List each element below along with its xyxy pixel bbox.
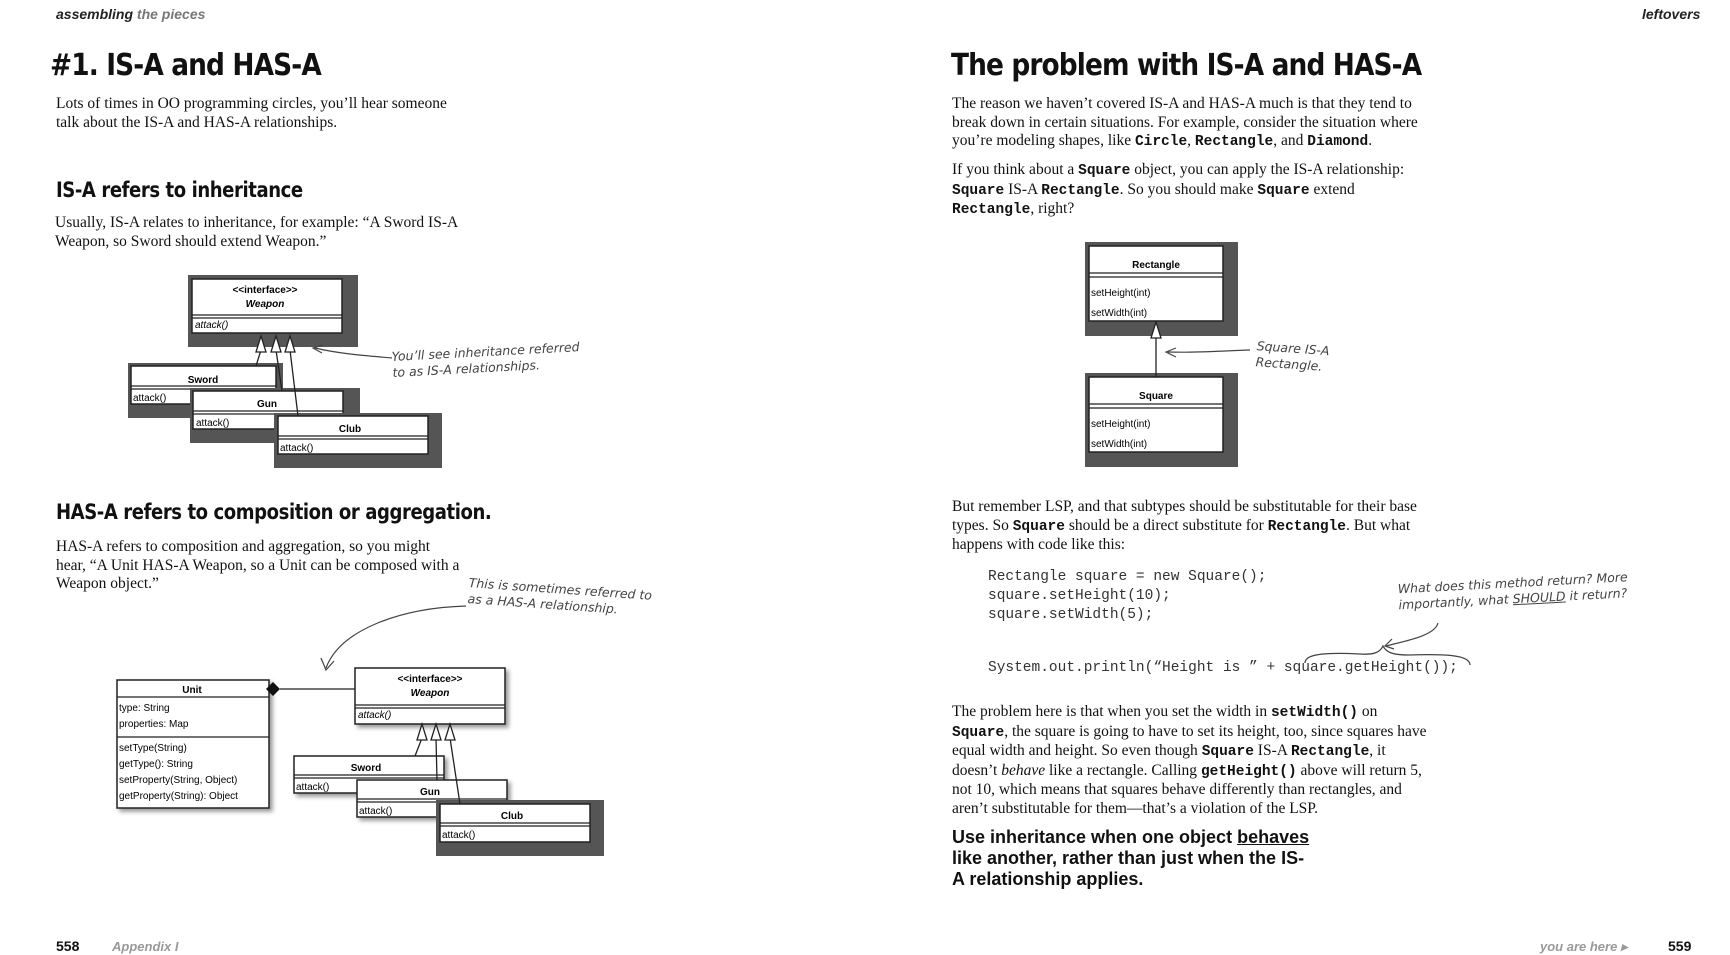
code-line-1: Rectangle square = new Square(); (988, 569, 1267, 585)
running-header-right: leftovers (1642, 6, 1701, 22)
square-class-box: Square setHeight(int) setWidth(int) (1085, 373, 1238, 467)
code-line-4: System.out.println(“Height is ” + square… (988, 660, 1458, 676)
right-paragraph-1: The reason we haven’t covered IS-A and H… (952, 95, 1418, 150)
sword-name: Sword (188, 375, 219, 386)
sword-box-2: Sword attack() (293, 755, 445, 794)
unit-class-box: Unit type: String properties: Map setTyp… (116, 679, 270, 809)
rectangle-op-setheight: setHeight(int) (1091, 288, 1150, 299)
unit-op-setproperty: setProperty(String, Object) (119, 775, 237, 786)
weapon-interface-box-2: <<interface>> Weapon attack() (354, 667, 506, 725)
club-op: attack() (280, 443, 313, 454)
isa-heading: IS-A refers to inheritance (56, 178, 303, 202)
code-annotation: What does this method return? More impor… (1397, 569, 1628, 613)
gun2-op: attack() (359, 806, 392, 817)
rectangle-class-box: Rectangle setHeight(int) setWidth(int) (1085, 242, 1238, 336)
callout-takeaway: Use inheritance when one object behaves … (952, 827, 1310, 889)
gun-box: Gun attack() (190, 388, 360, 443)
page-number-right: 559 (1668, 938, 1692, 954)
footer-label-left: Appendix I (112, 939, 179, 954)
unit-attr-type: type: String (119, 703, 170, 714)
unit-name: Unit (182, 685, 202, 696)
hasa-annotation-arrow (325, 605, 467, 669)
square-rectangle-inheritance-arrow (1150, 319, 1162, 377)
hasa-annotation: This is sometimes referred to as a HAS-A… (467, 575, 653, 617)
inheritance-arrows-2 (414, 721, 461, 805)
chapter-title: #1. IS-A and HAS-A (50, 48, 322, 83)
weapon-op: attack() (195, 320, 228, 331)
sword2-op: attack() (296, 782, 329, 793)
club-box: Club attack() (274, 413, 442, 468)
gun2-name: Gun (420, 787, 440, 798)
square-annotation: Square IS-A Rectangle. (1255, 338, 1331, 374)
sword-box: Sword attack() (128, 363, 283, 418)
intro-paragraph: Lots of times in OO programming circles,… (56, 95, 447, 131)
club-box-2: Club attack() (436, 800, 604, 856)
code-note-arrow (1385, 622, 1439, 647)
rectangle-op-setwidth: setWidth(int) (1091, 308, 1147, 319)
club-name: Club (339, 424, 361, 435)
right-page-title: The problem with IS-A and HAS-A (951, 48, 1422, 83)
isa-annotation-arrow (314, 347, 393, 359)
square-op-setheight: setHeight(int) (1091, 419, 1150, 430)
hasa-heading: HAS-A refers to composition or aggregati… (56, 500, 492, 524)
gun-op: attack() (196, 418, 229, 429)
running-header-left: assembling the pieces (56, 6, 206, 22)
unit-op-settype: setType(String) (119, 743, 187, 754)
club2-name: Club (501, 811, 523, 822)
square-op-setwidth: setWidth(int) (1091, 439, 1147, 450)
weapon-name: Weapon (246, 299, 285, 310)
right-paragraph-2: If you think about a Square object, you … (952, 161, 1405, 218)
code-line-2: square.setHeight(10); (988, 588, 1171, 604)
weapon2-op: attack() (358, 710, 391, 721)
unit-op-getproperty: getProperty(String): Object (119, 791, 238, 802)
inheritance-arrows (255, 333, 299, 417)
square-name: Square (1139, 391, 1173, 402)
isa-annotation: You’ll see inheritance referred to as IS… (391, 339, 580, 380)
gun-box-2: Gun attack() (356, 779, 508, 818)
composition-link (266, 682, 355, 696)
sword-op: attack() (133, 393, 166, 404)
sword2-name: Sword (351, 763, 382, 774)
isa-paragraph: Usually, IS-A relates to inheritance, fo… (55, 214, 458, 250)
footer-label-right: you are here ▸ (1540, 939, 1628, 954)
weapon2-stereotype: <<interface>> (397, 674, 462, 685)
unit-attr-properties: properties: Map (119, 719, 189, 730)
code-line-3: square.setWidth(5); (988, 607, 1154, 623)
hasa-paragraph: HAS-A refers to composition and aggregat… (56, 538, 460, 592)
weapon-interface-box: <<interface>> Weapon attack() (188, 275, 358, 347)
right-paragraph-4: The problem here is that when you set th… (952, 703, 1427, 817)
weapon-stereotype: <<interface>> (232, 285, 297, 296)
gun-name: Gun (257, 399, 277, 410)
page-number-left: 558 (56, 938, 80, 954)
weapon2-name: Weapon (411, 688, 450, 699)
rectangle-name: Rectangle (1132, 260, 1180, 271)
unit-op-gettype: getType(): String (119, 759, 193, 770)
right-paragraph-3: But remember LSP, and that subtypes shou… (952, 498, 1417, 553)
club2-op: attack() (442, 830, 475, 841)
square-annotation-arrow (1167, 349, 1251, 353)
